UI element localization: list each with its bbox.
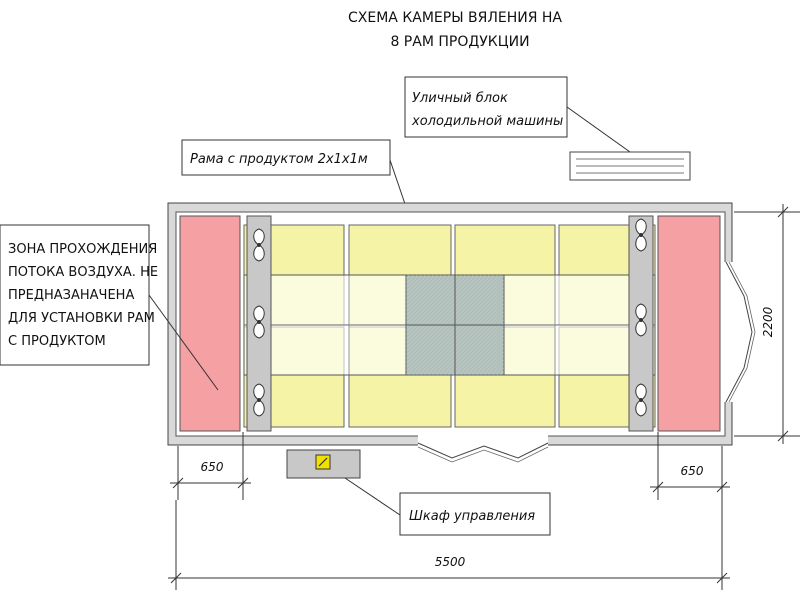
outdoor-unit-icon	[569, 151, 691, 181]
frame-label-text: Рама с продуктом 2х1х1м	[190, 152, 368, 167]
fan-icon	[253, 228, 265, 262]
fan-icon	[253, 383, 265, 417]
dimension-total-width-value: 2200	[761, 306, 775, 337]
control-cabinet-label-text: Шкаф управления	[409, 509, 535, 524]
dimension-total-width	[734, 204, 800, 444]
fan-icon	[635, 303, 647, 337]
fan-icon	[635, 383, 647, 417]
bottom-door-leaves	[417, 442, 549, 459]
dimension-total-length-value: 5500	[435, 555, 466, 569]
airflow-zone-label-box	[0, 224, 150, 366]
scheme-title-line2: 8 РАМ ПРОДУКЦИИ	[390, 34, 529, 50]
airflow-zone-label-line5: С ПРОДУКТОМ	[8, 334, 106, 349]
airflow-zone-right	[657, 215, 721, 432]
outdoor-unit-label-box	[404, 76, 568, 138]
fan-icon	[253, 305, 265, 339]
dimension-left-zone	[170, 432, 251, 500]
airflow-zone-label-line1: ЗОНА ПРОХОЖДЕНИЯ	[8, 242, 157, 257]
control-cabinet-label-box	[399, 492, 551, 536]
airflow-zone-leader-line	[148, 294, 219, 391]
airflow-zone-label-line3: ПРЕДНАЗАНАЧЕНА	[8, 288, 134, 303]
outdoor-unit-label-line1: Уличный блок	[412, 91, 508, 106]
fan-column-right	[628, 215, 654, 432]
fan-icon	[635, 218, 647, 252]
right-door-leaves	[725, 261, 753, 403]
dimension-left-zone-value: 650	[201, 460, 224, 474]
outdoor-unit-label-line2: холодильной машины	[411, 114, 563, 129]
scheme-title-line1: СХЕМА КАМЕРЫ ВЯЛЕНИЯ НА	[348, 10, 562, 26]
outdoor-unit-leader-line	[566, 106, 631, 153]
control-cabinet-leader-line	[344, 477, 401, 516]
airflow-zone-label-line2: ПОТОКА ВОЗДУХА. НЕ	[8, 265, 158, 280]
fan-column-left	[246, 215, 272, 432]
dimension-right-zone-value: 650	[681, 464, 704, 478]
frame-label-box	[181, 139, 391, 176]
control-cabinet-icon	[286, 449, 361, 479]
right-door-opening	[724, 262, 734, 402]
airflow-zone-left	[179, 215, 241, 432]
center-overlap-zone	[405, 274, 505, 376]
airflow-zone-label-line4: ДЛЯ УСТАНОВКИ РАМ	[8, 311, 155, 326]
bottom-door-opening	[418, 434, 548, 446]
dimension-total-length	[168, 500, 730, 590]
dimension-right-zone	[650, 432, 730, 500]
